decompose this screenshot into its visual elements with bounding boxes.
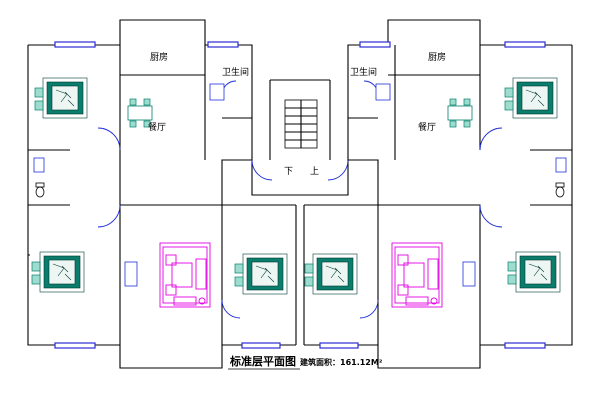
plan-title: 标准层平面图 [229,354,296,368]
window-right-top [504,41,546,48]
left-unit: 厨房 卫生间 餐厅 [27,19,297,369]
dining-label-left: 餐厅 [148,121,166,133]
window-center-right [319,342,359,349]
window-left-bottom [54,342,96,349]
right-unit: 厨房 卫生间 餐厅 [303,19,573,369]
window-center-left [241,342,281,349]
kitchen-label-right: 厨房 [428,51,446,63]
stair-up-label: 上 [310,166,319,177]
dining-label-right: 餐厅 [418,121,436,133]
stair-down-label: 下 [284,167,293,177]
bathroom-label-left: 卫生间 [222,66,249,78]
window-bath-left [207,41,239,48]
window-left-top [54,41,96,48]
basin-left [33,157,45,173]
kitchen-label-left: 厨房 [150,51,168,63]
bathtub-left [209,83,225,101]
stairwell: 下 上 [251,79,349,196]
tv-cabinet-right [462,261,476,287]
window-right-bottom [504,342,546,349]
window-bath-right [359,41,391,48]
basin-right [555,157,567,173]
bathroom-label-right: 卫生间 [350,66,377,78]
bathtub-right [375,83,391,101]
building-area: 建筑面积：161.12M² [299,357,383,367]
tv-cabinet-left [124,261,138,287]
